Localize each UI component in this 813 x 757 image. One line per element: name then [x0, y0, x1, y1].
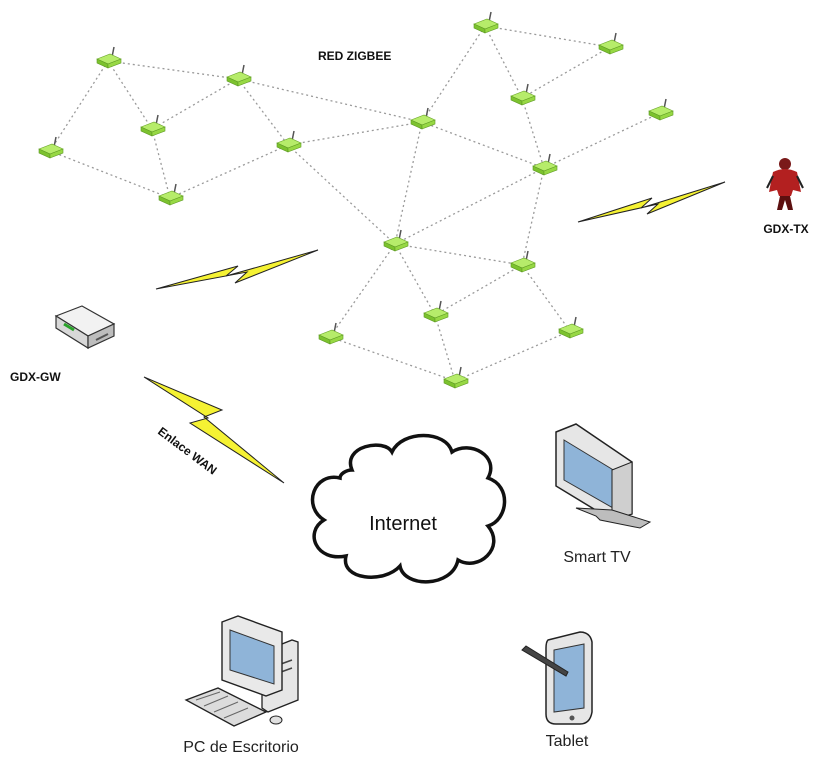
zigbee-node	[510, 83, 536, 106]
lightning-icon	[155, 249, 319, 290]
zigbee-node	[558, 316, 584, 339]
internet-label: Internet	[369, 513, 437, 535]
zigbee-node	[158, 183, 184, 206]
zigbee-node	[510, 250, 536, 273]
tablet-label: Tablet	[546, 733, 589, 750]
desktop-pc-icon	[184, 615, 299, 727]
zigbee-node	[598, 32, 624, 55]
smart-tv-label: Smart TV	[563, 549, 631, 566]
gateway-device	[54, 305, 116, 350]
zigbee-node	[648, 98, 674, 121]
zigbee-mesh-links	[49, 25, 661, 382]
zigbee-node	[532, 153, 558, 176]
wireless-link-wan	[143, 376, 285, 484]
smart-tv-icon	[555, 423, 652, 529]
internet-cloud-icon	[310, 433, 507, 584]
zigbee-node	[96, 46, 122, 69]
transmitter-label: GDX-TX	[763, 222, 808, 236]
zigbee-node	[383, 229, 409, 252]
network-title: RED ZIGBEE	[318, 49, 391, 63]
transmitter-figure-icon	[766, 158, 804, 210]
wireless-link-gateway	[155, 249, 319, 290]
zigbee-node	[443, 366, 469, 389]
zigbee-node	[140, 114, 166, 137]
zigbee-node	[226, 64, 252, 87]
gateway-label: GDX-GW	[10, 370, 61, 384]
zigbee-nodes	[38, 11, 674, 389]
zigbee-node	[473, 11, 499, 34]
zigbee-node	[423, 300, 449, 323]
zigbee-node	[276, 130, 302, 153]
tablet-icon	[521, 631, 593, 725]
lightning-icon	[143, 376, 285, 484]
wireless-link-transmitter	[577, 181, 726, 223]
lightning-icon	[577, 181, 726, 223]
pc-label: PC de Escritorio	[183, 739, 299, 756]
